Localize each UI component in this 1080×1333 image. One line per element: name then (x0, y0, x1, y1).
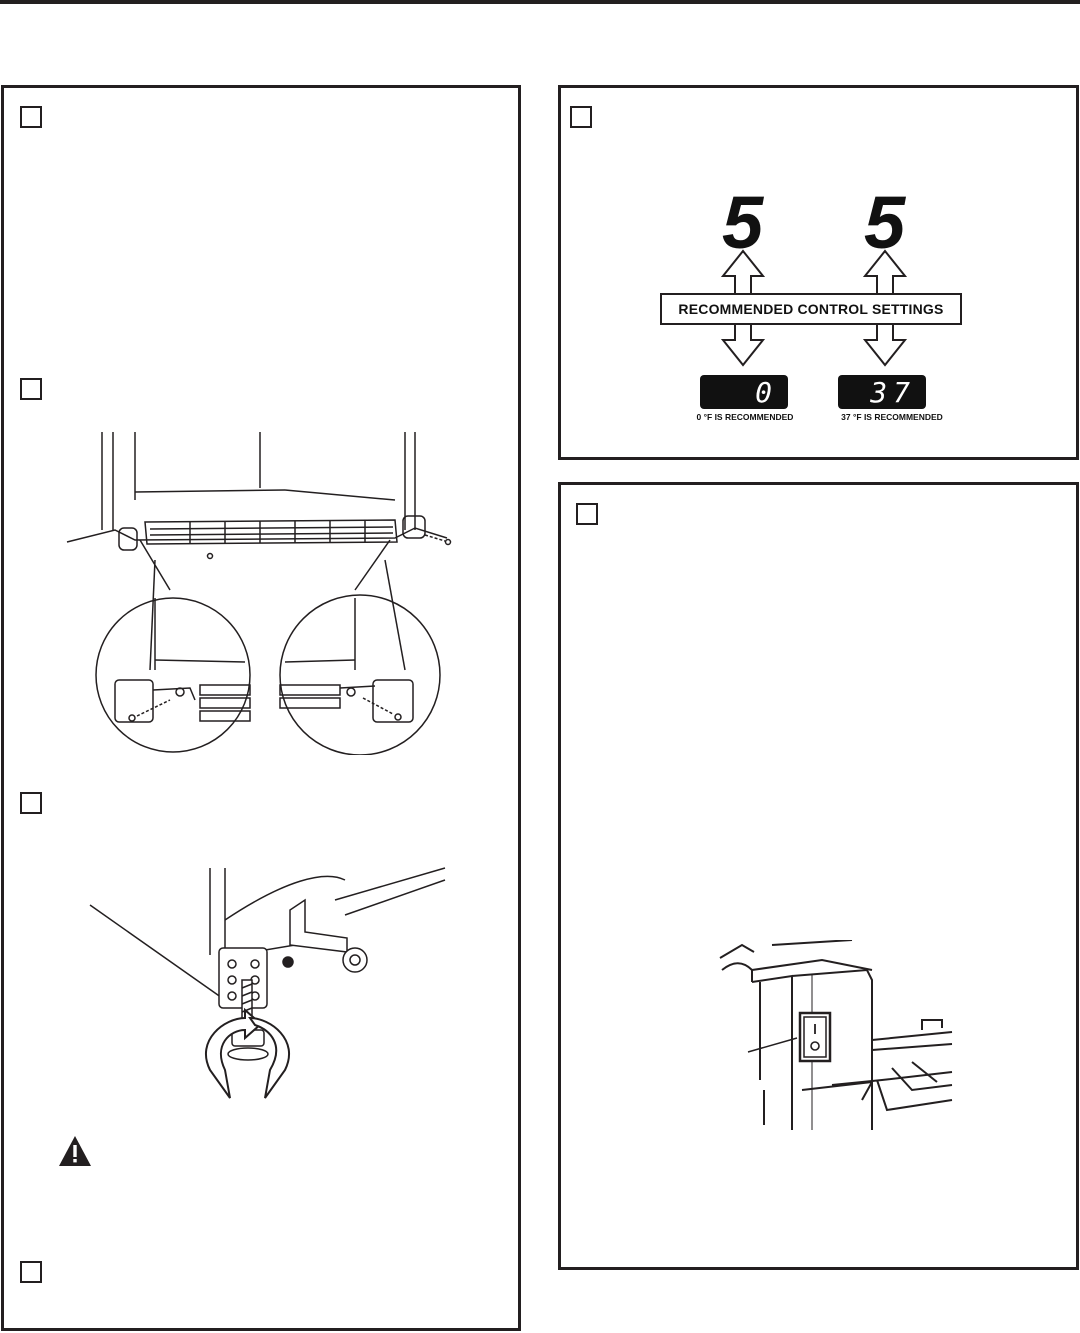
control-settings-panel (558, 85, 1079, 460)
ice-maker-panel (558, 482, 1079, 1270)
left-instruction-panel (1, 85, 521, 1331)
fridge-temperature-display: 37 (838, 375, 926, 409)
grille-removal-illustration (66, 432, 452, 755)
fridge-temperature-caption: 37 °F IS RECOMMENDED (841, 412, 943, 422)
top-rule (0, 0, 1080, 4)
step-box-1 (20, 106, 42, 128)
leveling-leg-illustration (89, 867, 446, 1099)
freezer-setting-number: 5 (722, 181, 764, 264)
step-box-6 (576, 503, 598, 525)
freezer-temperature-caption: 0 °F IS RECOMMENDED (696, 412, 794, 422)
warning-triangle-icon (59, 1136, 91, 1166)
recommended-settings-banner: RECOMMENDED CONTROL SETTINGS (660, 293, 962, 325)
rocker-switch-icon (798, 1011, 832, 1063)
step-box-5 (570, 106, 592, 128)
step-box-3 (20, 792, 42, 814)
step-box-2 (20, 378, 42, 400)
fridge-setting-number: 5 (864, 181, 906, 264)
step-box-4 (20, 1261, 42, 1283)
freezer-temperature-display: 0 (700, 375, 788, 409)
rotate-arrows-icon (204, 1007, 291, 1099)
ice-maker-switch-illustration (719, 940, 953, 1130)
